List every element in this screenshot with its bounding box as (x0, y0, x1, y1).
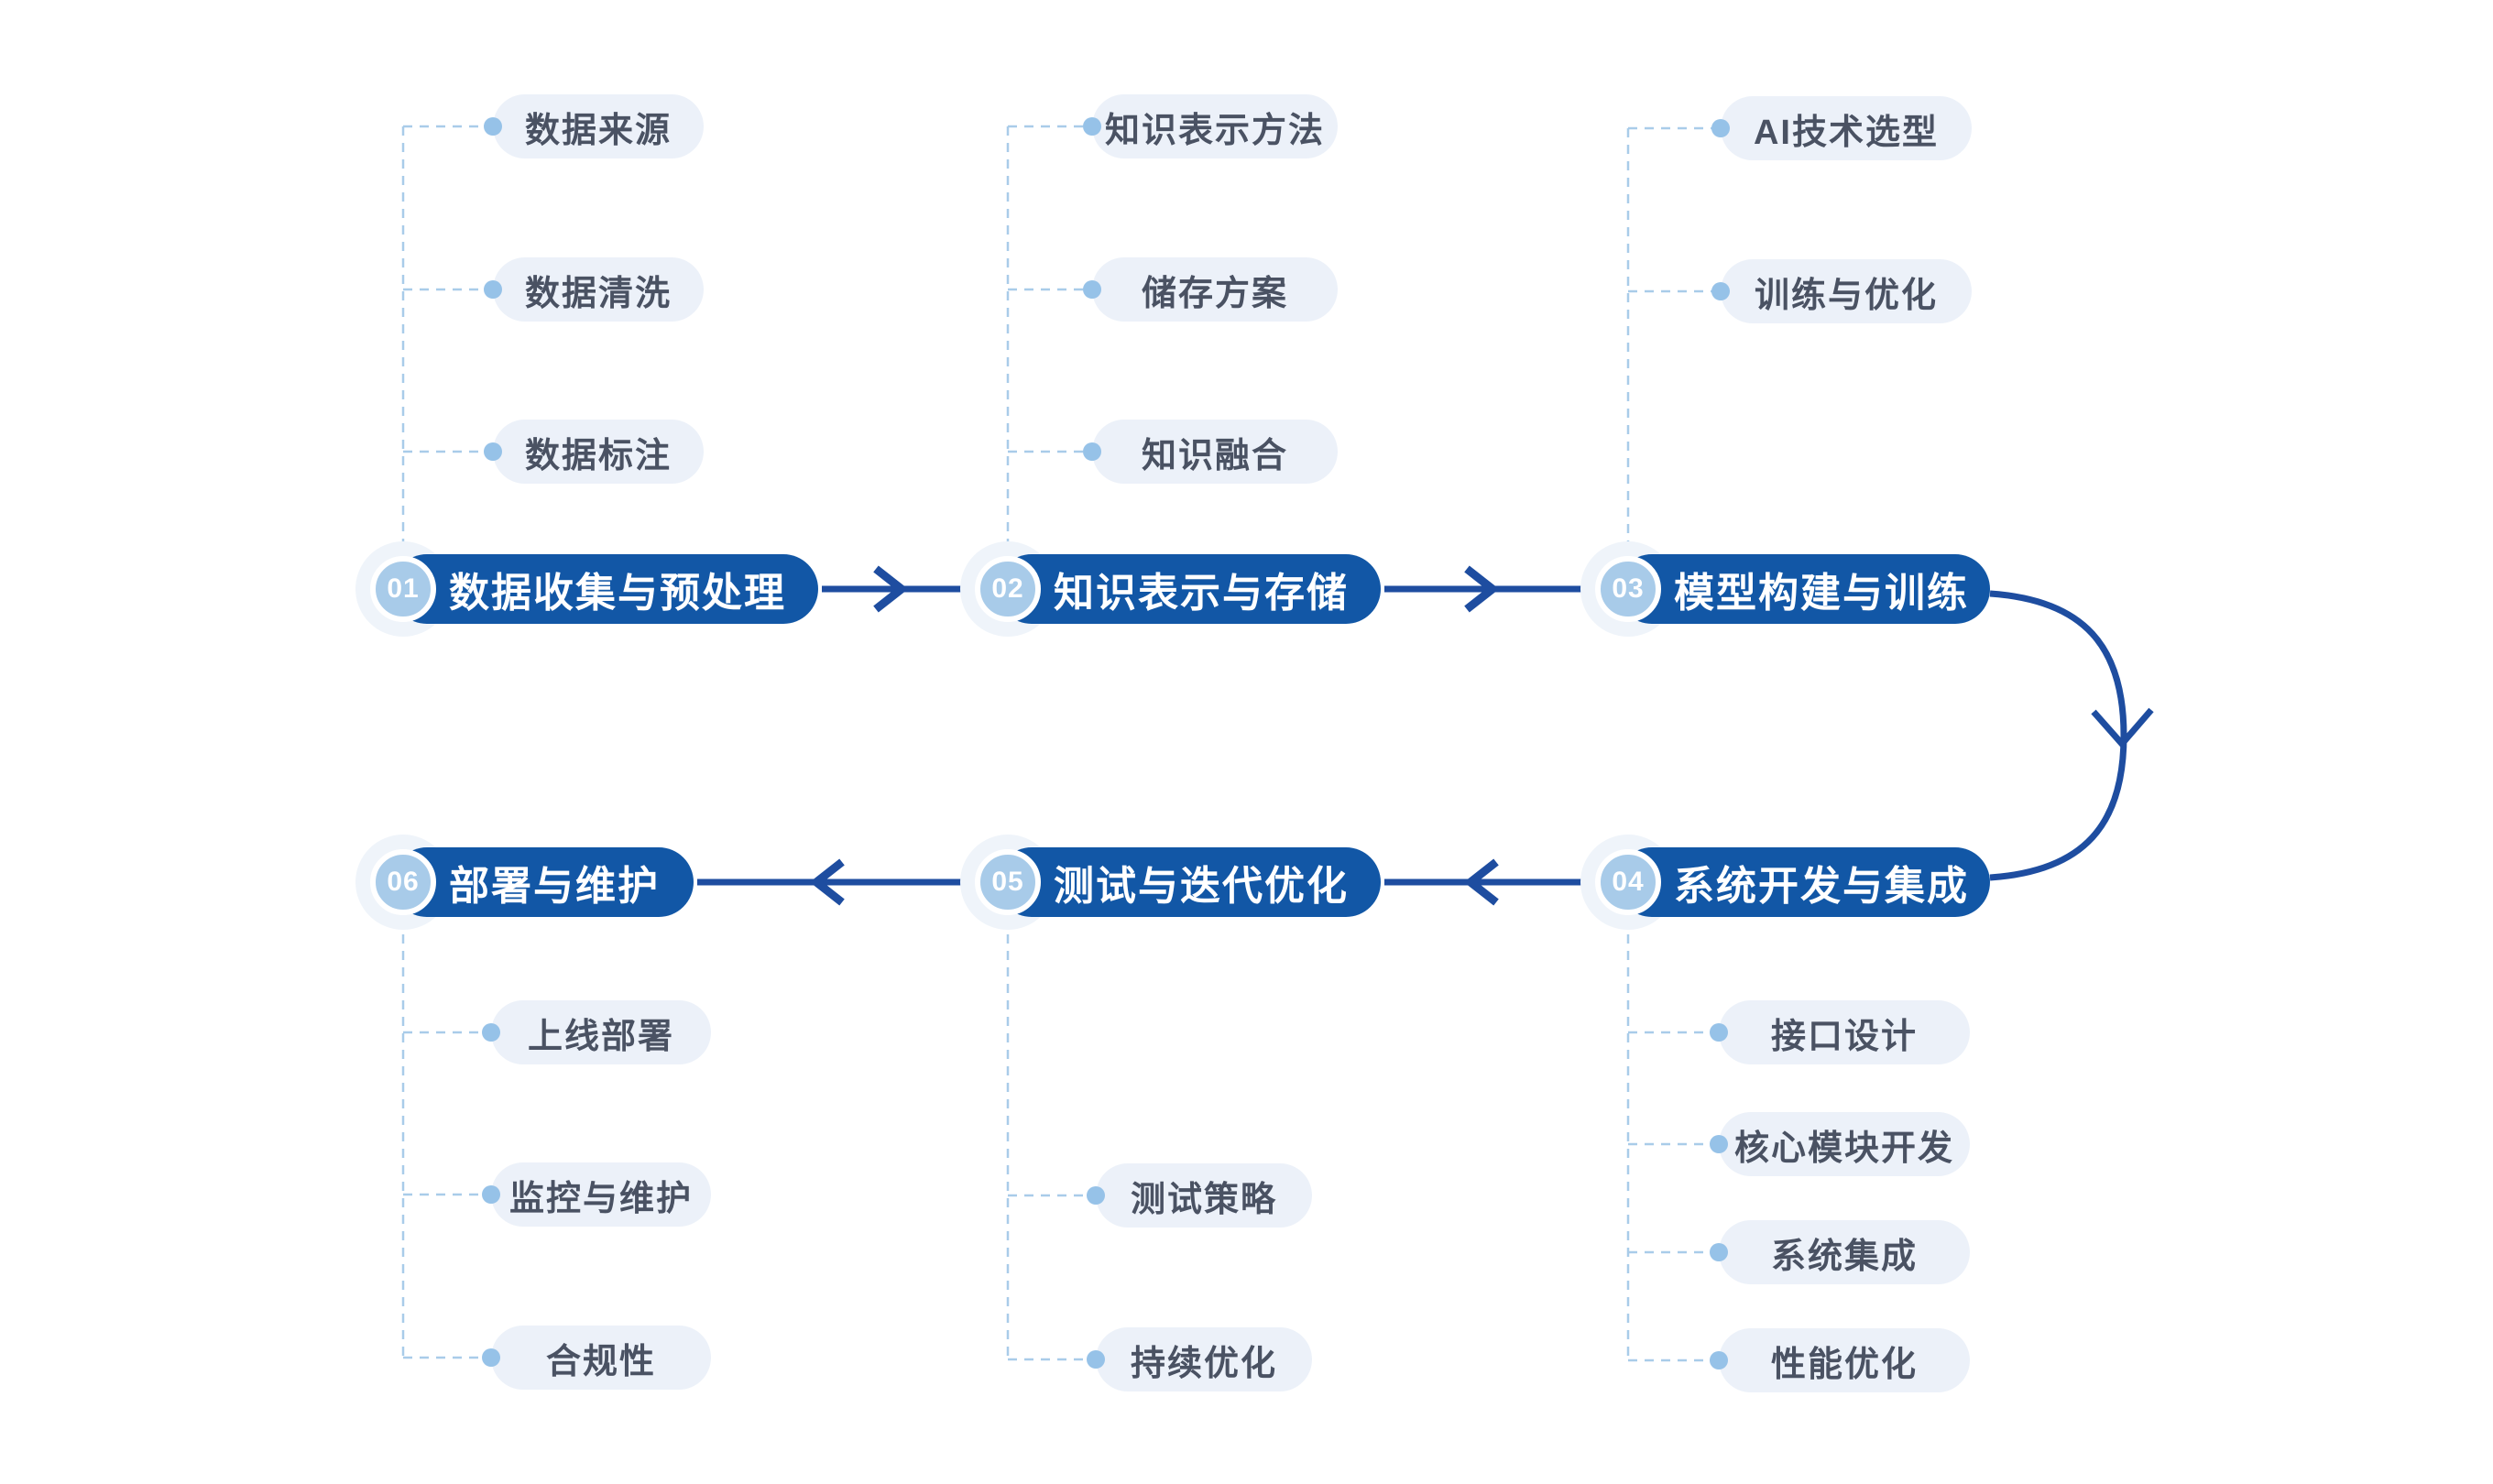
sub-item-label: 监控与维护 (508, 1179, 693, 1218)
stage-pill: 数据收集与预处理 (392, 554, 818, 624)
sub-item-label: 性能优化 (1770, 1345, 1918, 1384)
sub-item-label: 系统集成 (1770, 1237, 1918, 1276)
stage-pill: 部署与维护 (392, 847, 694, 917)
stage-number: 05 (991, 867, 1024, 897)
sub-item-test-strategy: 测试策略 (1087, 1163, 1312, 1228)
connector-dot (1083, 117, 1101, 136)
stage-number-badge: 01 (370, 556, 436, 622)
sub-item-monitoring-maintenance: 监控与维护 (482, 1162, 711, 1227)
stage-label: 测试与迭代优化 (1054, 864, 1349, 909)
flow-arrows (697, 565, 2154, 906)
connector-dot (484, 280, 502, 299)
sub-item-label: 接口设计 (1770, 1017, 1918, 1056)
sub-item-performance-optimization: 性能优化 (1710, 1328, 1970, 1392)
stage-number-badge: 04 (1595, 849, 1661, 915)
sub-item-label: 测试策略 (1130, 1180, 1277, 1219)
connector-dot (482, 1023, 500, 1042)
sub-item-system-integration: 系统集成 (1710, 1220, 1970, 1284)
stage-number: 03 (1612, 573, 1645, 604)
sub-item-label: AI技术选型 (1753, 113, 1939, 152)
arrow-head-01-02 (873, 565, 909, 613)
sub-item-label: 数据来源 (524, 111, 672, 150)
sub-item-launch-deployment: 上线部署 (482, 1000, 711, 1064)
sub-item-knowledge-representation: 知识表示方法 (1083, 94, 1338, 158)
stage-label: 部署与维护 (449, 864, 660, 909)
sub-item-label: 上线部署 (527, 1017, 674, 1056)
connector-dot (1711, 119, 1730, 137)
arrow-head-03-04 (2091, 707, 2154, 749)
sub-item-training-optimization: 训练与优化 (1711, 259, 1972, 323)
stage-number-badge: 03 (1595, 556, 1661, 622)
stage-label: 数据收集与预处理 (449, 571, 786, 616)
connector-dot (1711, 282, 1730, 300)
stage-label: 模型构建与训练 (1674, 571, 1969, 616)
stage-number: 02 (991, 573, 1024, 604)
arrow-curve-03-04 (1989, 590, 2127, 881)
stage-number: 01 (387, 573, 420, 604)
sub-item-data-labeling: 数据标注 (484, 420, 704, 484)
stage-number-badge: 06 (370, 849, 436, 915)
sub-item-label: 持续优化 (1130, 1344, 1277, 1383)
stage-label: 系统开发与集成 (1674, 864, 1969, 909)
connector-dot (1710, 1351, 1728, 1369)
sub-item-label: 数据清洗 (524, 274, 672, 313)
sub-item-continuous-optimization: 持续优化 (1087, 1327, 1312, 1391)
connector-dot (1710, 1243, 1728, 1261)
arrow-head-02-03 (1464, 565, 1500, 613)
stage-pill: 模型构建与训练 (1617, 554, 1990, 624)
stage-number: 04 (1612, 867, 1645, 897)
sub-item-storage-plan: 储存方案 (1083, 257, 1338, 322)
connector-dot (1083, 280, 1101, 299)
sub-item-interface-design: 接口设计 (1710, 1000, 1970, 1064)
connector-dot (1087, 1350, 1105, 1369)
connector-dot (1710, 1023, 1728, 1042)
connector-dot (1087, 1186, 1105, 1205)
connector-dot (484, 442, 502, 461)
connector-dot (1710, 1135, 1728, 1153)
sub-item-compliance: 合规性 (482, 1326, 711, 1390)
sub-item-label: 合规性 (545, 1342, 656, 1381)
sub-item-data-cleaning: 数据清洗 (484, 257, 704, 322)
sub-item-label: 训练与优化 (1754, 276, 1938, 315)
dashed-connectors (401, 125, 1721, 1362)
stage-pill: 系统开发与集成 (1617, 847, 1990, 917)
connector-dot (1083, 442, 1101, 461)
arrow-head-05-06 (809, 858, 845, 906)
stage-pill: 知识表示与存储 (997, 554, 1381, 624)
stage-label: 知识表示与存储 (1054, 571, 1349, 616)
stage-number: 06 (387, 867, 420, 897)
arrow-head-04-05 (1463, 858, 1499, 906)
sub-item-label: 知识表示方法 (1104, 111, 1325, 150)
stage-pill: 测试与迭代优化 (997, 847, 1381, 917)
sub-item-label: 核心模块开发 (1733, 1129, 1954, 1168)
connector-dot (482, 1185, 500, 1204)
sub-item-ai-tech-selection: AI技术选型 (1711, 96, 1972, 160)
sub-item-label: 知识融合 (1141, 436, 1288, 475)
sub-item-core-module-dev: 核心模块开发 (1710, 1112, 1970, 1176)
sub-item-label: 数据标注 (524, 436, 672, 475)
sub-item-knowledge-fusion: 知识融合 (1083, 420, 1338, 484)
connector-dot (484, 117, 502, 136)
stage-number-badge: 05 (975, 849, 1041, 915)
stage-number-badge: 02 (975, 556, 1041, 622)
sub-item-data-source: 数据来源 (484, 94, 704, 158)
connector-dot (482, 1348, 500, 1367)
sub-item-label: 储存方案 (1141, 274, 1288, 313)
